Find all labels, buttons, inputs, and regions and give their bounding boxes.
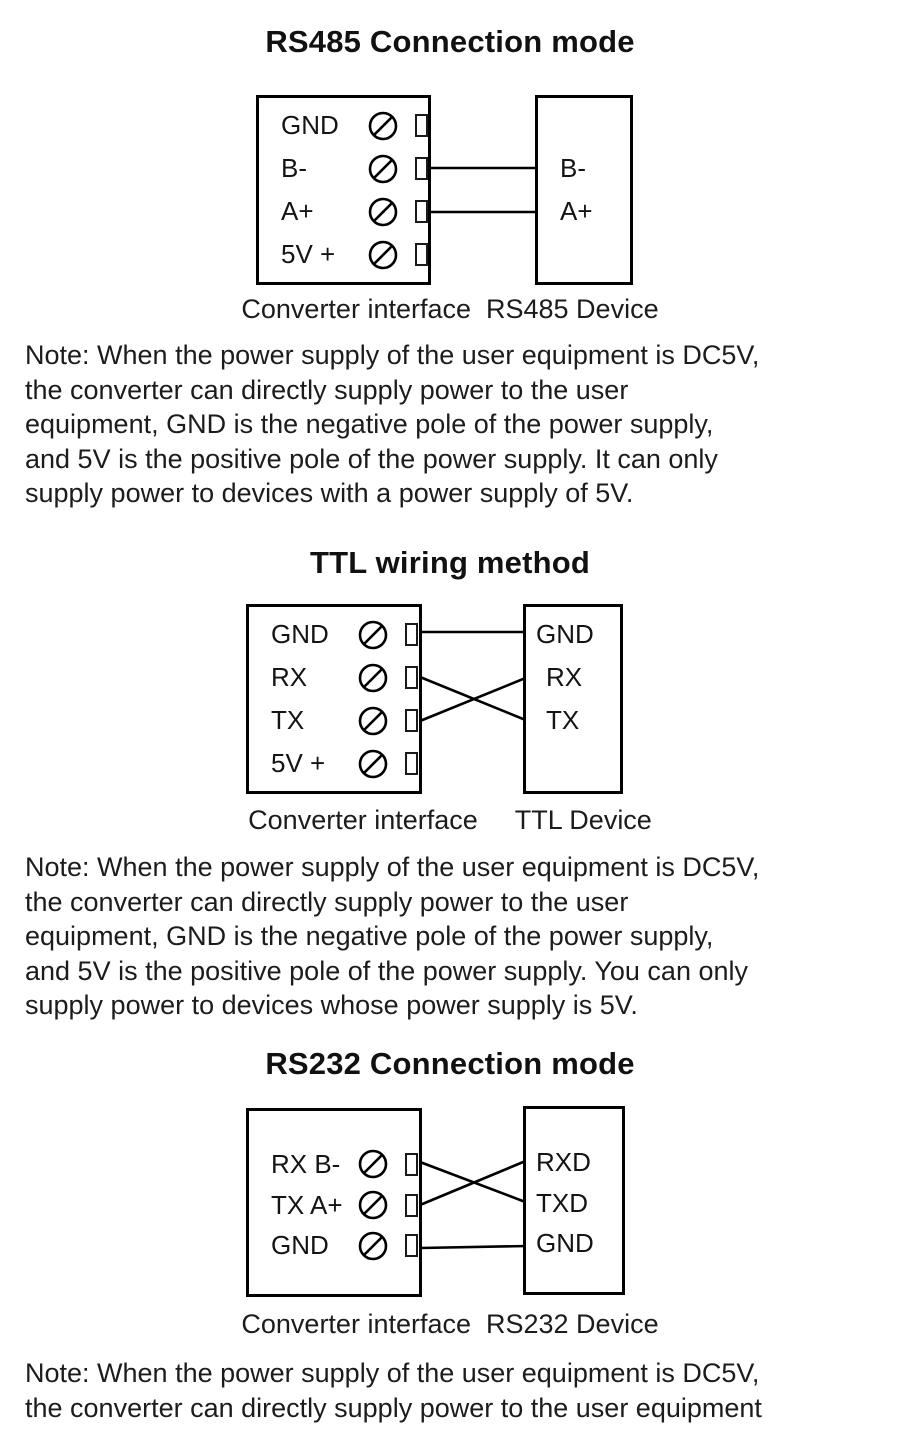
device-pin-label: GND: [536, 619, 594, 649]
rs485-note: Note: When the power supply of the user …: [25, 338, 895, 511]
ttl-converter-box: GND RX TX 5V +: [246, 604, 422, 794]
terminal-slot-icon: [415, 114, 428, 137]
terminal-row: RX: [249, 656, 419, 699]
note-line: the converter can directly supply power …: [25, 374, 629, 405]
screw-terminal-icon: [358, 749, 388, 778]
terminal-row: GND: [259, 104, 428, 147]
screw-terminal-icon: [368, 154, 398, 183]
terminal-label: GND: [271, 619, 329, 649]
terminal-row: A+: [259, 190, 428, 233]
device-pin-label: TX: [546, 705, 580, 735]
terminal-row: B-: [259, 147, 428, 190]
screw-terminal-icon: [358, 663, 388, 692]
terminal-row: TX A+: [249, 1185, 419, 1226]
ttl-wiring-diagram: GND RX TX 5V + GND RX TX: [0, 600, 900, 800]
terminal-slot-icon: [405, 1152, 418, 1176]
rs485-wires: [428, 166, 540, 214]
note-line: Note: When the power supply of the user …: [25, 1358, 760, 1388]
terminal-slot-icon: [405, 709, 418, 732]
rs232-converter-box: RX B- TX A+ GND: [246, 1108, 422, 1297]
screw-terminal-icon: [368, 197, 398, 226]
device-pin-row: [526, 742, 620, 785]
terminal-row: GND: [249, 1225, 419, 1266]
terminal-row: 5V +: [259, 233, 428, 276]
terminal-slot-icon: [415, 157, 428, 180]
ttl-note: Note: When the power supply of the user …: [25, 850, 895, 1023]
screw-terminal-icon: [358, 1190, 388, 1220]
device-pin-label: TXD: [536, 1187, 588, 1218]
rs485-diagram-caption: Converter interface RS485 Device: [241, 294, 659, 324]
rs485-device-box: B- A+: [535, 95, 633, 285]
terminal-label: RX: [271, 662, 308, 692]
screw-terminal-icon: [358, 1231, 388, 1260]
rs232-wires: [419, 1158, 529, 1250]
section-title-rs232: RS232 Connection mode: [265, 1046, 635, 1081]
terminal-label: GND: [281, 110, 339, 140]
rs485-converter-box: GND B- A+ 5V +: [256, 95, 431, 285]
note-line: the converter can directly supply power …: [25, 886, 629, 917]
terminal-slot-icon: [405, 623, 418, 646]
screw-terminal-icon: [358, 706, 388, 735]
terminal-slot-icon: [405, 752, 418, 775]
rs232-diagram-caption: Converter interface RS232 Device: [241, 1309, 659, 1339]
note-line: Note: When the power supply of the user …: [25, 852, 760, 882]
device-pin-label: GND: [536, 1228, 594, 1259]
terminal-row: TX: [249, 699, 419, 742]
terminal-label: B-: [281, 153, 307, 183]
note-line: equipment, GND is the negative pole of t…: [25, 409, 714, 439]
screw-terminal-icon: [368, 240, 398, 269]
note-line: and 5V is the positive pole of the power…: [25, 443, 718, 474]
terminal-row: RX B-: [249, 1144, 419, 1185]
terminal-slot-icon: [405, 666, 418, 689]
note-line: supply power to devices whose power supp…: [25, 990, 638, 1020]
note-line: supply power to devices with a power sup…: [25, 478, 634, 508]
device-pin-label: RXD: [536, 1146, 591, 1177]
terminal-label: 5V +: [281, 239, 336, 269]
note-line: Note: When the power supply of the user …: [25, 340, 760, 370]
device-pin-label: RX: [546, 662, 583, 692]
note-line: equipment, GND is the negative pole of t…: [25, 921, 714, 951]
section-title-ttl: TTL wiring method: [309, 545, 591, 580]
device-pin-label: A+: [560, 196, 593, 226]
terminal-label: A+: [281, 196, 314, 226]
screw-terminal-icon: [358, 620, 388, 649]
terminal-slot-icon: [405, 1193, 418, 1217]
terminal-label: TX A+: [271, 1189, 343, 1220]
terminal-label: TX: [271, 705, 305, 735]
screw-terminal-icon: [368, 111, 398, 140]
ttl-device-box: GND RX TX: [523, 604, 623, 794]
device-pin-row: [538, 233, 630, 276]
rs232-device-box: RXD TXD GND: [523, 1106, 625, 1295]
note-line: and 5V is the positive pole of the power…: [25, 955, 748, 986]
terminal-row: GND: [249, 613, 419, 656]
section-title-rs485: RS485 Connection mode: [265, 24, 635, 59]
rs485-wiring-diagram: GND B- A+ 5V + B- A+: [0, 90, 900, 290]
terminal-label: RX B-: [271, 1148, 341, 1179]
terminal-slot-icon: [415, 243, 428, 266]
rs232-note: Note: When the power supply of the user …: [25, 1356, 895, 1425]
ttl-wires: [419, 630, 529, 723]
device-pin-label: B-: [560, 153, 586, 183]
terminal-slot-icon: [405, 1234, 418, 1258]
device-pin-row: [538, 104, 630, 147]
screw-terminal-icon: [358, 1150, 388, 1179]
terminal-label: 5V +: [271, 748, 326, 778]
terminal-slot-icon: [415, 200, 428, 223]
terminal-label: GND: [271, 1230, 329, 1261]
ttl-diagram-caption: Converter interface TTL Device: [248, 805, 652, 835]
note-line: the converter can directly supply power …: [25, 1392, 762, 1423]
rs232-wiring-diagram: RX B- TX A+ GND RXD TXD GND: [0, 1100, 900, 1300]
terminal-row: 5V +: [249, 742, 419, 785]
